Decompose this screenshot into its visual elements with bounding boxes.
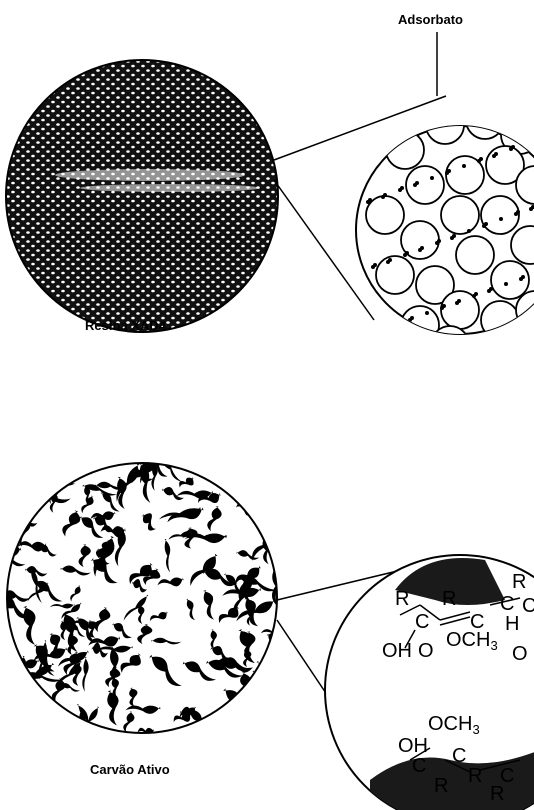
adsorbate-molecule [403, 253, 407, 257]
resin-bead [426, 106, 464, 144]
carbon-pore-wall [240, 453, 281, 486]
adsorbate-molecule [482, 224, 486, 228]
chem-r1: R [395, 588, 409, 610]
adsorbate-molecule [499, 217, 503, 221]
carbon-pore-wall [251, 669, 277, 691]
carbon-pore-wall [264, 522, 285, 544]
carbon-pore-wall [20, 474, 42, 484]
adsorbate-molecule [467, 229, 471, 233]
adsorbate-molecule [425, 311, 429, 315]
carbon-pore-wall [0, 486, 25, 511]
adsorbate-molecule [445, 171, 449, 175]
adsorbate-molecule [381, 195, 385, 199]
adsorbate-molecule [418, 248, 422, 252]
carbon-pore-wall [37, 717, 58, 734]
carbon-pore-wall [24, 490, 44, 508]
adsorbate-molecule [430, 176, 434, 180]
chem-oh1: OH [382, 640, 412, 662]
adsorbate-molecule [462, 164, 466, 168]
resin-bead [401, 306, 439, 344]
carbon-label: Carvão Ativo [90, 762, 170, 777]
adsorbate-molecule [366, 200, 370, 204]
adsorbate-molecule [435, 241, 439, 245]
resin-label: Resina XAD4 [85, 318, 167, 333]
carbon-pore-wall [22, 460, 45, 490]
chem-och3-b: OCH3 [428, 713, 480, 737]
carbon-pore-wall [250, 477, 276, 494]
chem-o1: O [418, 640, 434, 662]
adsorbate-molecule [363, 133, 367, 137]
resin-bead [386, 131, 424, 169]
adsorbate-molecule [514, 212, 518, 216]
chem-r2: R [442, 588, 456, 610]
adsorbate-molecule [524, 142, 528, 146]
resin-bead [366, 196, 404, 234]
adsorbate-molecule [509, 147, 513, 151]
adsorbate-molecule [455, 301, 459, 305]
chem-c5: C [412, 755, 426, 777]
adsorbate-molecule [371, 265, 375, 269]
chem-o2: O [512, 643, 528, 665]
adsorbate-molecule [526, 140, 530, 144]
resin-bead [376, 256, 414, 294]
chem-c6: C [452, 745, 466, 767]
chem-r6: R [490, 783, 504, 805]
chem-och3-a: OCH3 [446, 629, 498, 653]
adsorbate-molecule [487, 289, 491, 293]
chem-c3: C [500, 593, 514, 615]
carbon-pore-wall [256, 450, 283, 477]
chem-oh2: OH [398, 735, 428, 757]
carbon-sphere [0, 445, 288, 742]
adsorbate-molecule [519, 277, 523, 281]
carbon-pore-wall [215, 721, 228, 742]
adsorbate-molecule [386, 260, 390, 264]
resin-pore-zoom [356, 101, 534, 364]
chem-r3: R [512, 571, 526, 593]
carbon-pore-wall [45, 445, 61, 479]
adsorbate-molecule [378, 328, 382, 332]
carbon-pore-wall [250, 496, 266, 519]
adsorbate-molecule [398, 188, 402, 192]
adsorbate-molecule [393, 323, 397, 327]
carbon-pore-wall [273, 457, 284, 475]
adsorbate-molecule [529, 207, 533, 211]
resin-bead [491, 261, 529, 299]
adsorbate-molecule [440, 306, 444, 310]
resin-sphere [6, 60, 278, 332]
resin-bead [481, 196, 519, 234]
adsorbato-label: Adsorbato [398, 12, 463, 27]
carbon-pore-wall [34, 459, 79, 488]
adsorbate-molecule [492, 154, 496, 158]
adsorbate-molecule [504, 282, 508, 286]
resin-bead [406, 166, 444, 204]
adsorbate-molecule [472, 294, 476, 298]
carbon-pore-wall [237, 483, 275, 502]
adsorbate-molecule [413, 183, 417, 187]
chem-h1: H [505, 613, 519, 635]
carbon-pore-wall [37, 447, 46, 486]
resin-bead [456, 236, 494, 274]
adsorbate-molecule [477, 159, 481, 163]
carbon-surface-zoom: R C R C C R C OH O OCH3 H O OCH3 OH C C … [325, 555, 534, 810]
resin-bead [441, 196, 479, 234]
chem-r4: R [434, 775, 448, 797]
chem-c4: C [522, 595, 534, 617]
chem-c1: C [415, 611, 429, 633]
adsorbate-molecule [450, 236, 454, 240]
chem-r5: R [468, 765, 482, 787]
carbon-pore-wall [263, 458, 282, 471]
adsorbate-molecule [376, 330, 380, 334]
carbon-pore-wall [256, 694, 285, 736]
